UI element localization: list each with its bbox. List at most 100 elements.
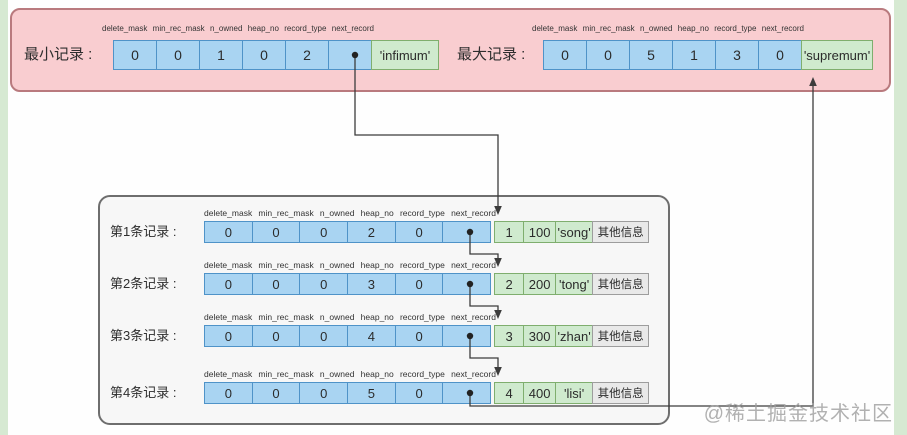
- field-header-label: n_owned: [319, 208, 355, 218]
- max-record-field-headers: delete_mask min_rec_mask n_owned heap_no…: [532, 24, 804, 33]
- record-key-cell: 3: [494, 325, 525, 347]
- record-data-cell: 400: [523, 382, 557, 404]
- record-cell: 0: [394, 382, 444, 404]
- field-header-label: min_rec_mask: [152, 24, 205, 33]
- record-cell: 3: [347, 273, 396, 295]
- supremum-cell: 'supremum': [801, 40, 873, 70]
- next-record-pointer-cell: [442, 273, 492, 295]
- record-cell: 0: [204, 273, 253, 295]
- record-row-cells: 0 0 0 4 0 3 300 'zhan' 其他信息: [204, 325, 650, 347]
- record-cell: 0: [299, 273, 349, 295]
- field-header-label: record_type: [399, 208, 445, 218]
- record-field-headers: delete_mask min_rec_mask n_owned heap_no…: [204, 369, 496, 379]
- min-next-record-pointer-cell: [328, 40, 372, 70]
- record-cell: 0: [156, 40, 200, 70]
- record-row-label: 第1条记录 :: [110, 224, 177, 239]
- field-header-label: n_owned: [319, 312, 355, 322]
- record-key-cell: 2: [494, 273, 525, 295]
- field-header-label: delete_mask: [204, 260, 253, 270]
- other-info-cell: 其他信息: [592, 325, 650, 347]
- record-cell: 1: [672, 40, 716, 70]
- next-record-pointer-cell: [442, 221, 492, 243]
- field-header-label: heap_no: [360, 208, 394, 218]
- record-cell: 0: [543, 40, 587, 70]
- record-cell: 0: [204, 221, 253, 243]
- record-cell: 2: [347, 221, 396, 243]
- record-cell: 0: [758, 40, 802, 70]
- record-cell: 0: [204, 382, 253, 404]
- record-cell: 0: [394, 273, 444, 295]
- field-header-label: min_rec_mask: [258, 208, 314, 218]
- field-header-label: delete_mask: [532, 24, 578, 33]
- record-cell: 0: [251, 382, 301, 404]
- field-header-label: min_rec_mask: [258, 369, 314, 379]
- record-data-cell: 'tong': [555, 273, 594, 295]
- field-header-label: min_rec_mask: [258, 260, 314, 270]
- record-cell: 3: [715, 40, 759, 70]
- record-cell: 0: [586, 40, 630, 70]
- field-header-label: record_type: [714, 24, 757, 33]
- field-header-label: heap_no: [360, 312, 394, 322]
- field-header-label: heap_no: [677, 24, 709, 33]
- record-data-cell: 200: [523, 273, 557, 295]
- field-header-label: delete_mask: [102, 24, 148, 33]
- record-field-headers: delete_mask min_rec_mask n_owned heap_no…: [204, 312, 496, 322]
- record-row-cells: 0 0 0 3 0 2 200 'tong' 其他信息: [204, 273, 650, 295]
- record-row-label: 第3条记录 :: [110, 328, 177, 343]
- min-record-label: 最小记录 :: [24, 46, 93, 63]
- record-cell: 2: [285, 40, 329, 70]
- record-data-cell: 300: [523, 325, 557, 347]
- field-header-label: min_rec_mask: [582, 24, 635, 33]
- record-row-label: 第2条记录 :: [110, 276, 177, 291]
- other-info-cell: 其他信息: [592, 221, 650, 243]
- record-cell: 5: [629, 40, 673, 70]
- other-info-cell: 其他信息: [592, 382, 650, 404]
- record-field-headers: delete_mask min_rec_mask n_owned heap_no…: [204, 208, 496, 218]
- infimum-cell: 'infimum': [371, 40, 439, 70]
- field-header-label: next_record: [331, 24, 374, 33]
- record-cell: 0: [242, 40, 286, 70]
- field-header-label: next_record: [451, 208, 496, 218]
- record-data-cell: 100: [523, 221, 557, 243]
- record-cell: 0: [251, 273, 301, 295]
- record-cell: 4: [347, 325, 396, 347]
- record-cell: 0: [299, 221, 349, 243]
- min-record-cells: 0 0 1 0 2 'infimum': [113, 40, 439, 70]
- field-header-label: n_owned: [209, 24, 243, 33]
- record-cell: 0: [251, 325, 301, 347]
- record-key-cell: 4: [494, 382, 525, 404]
- record-key-cell: 1: [494, 221, 525, 243]
- field-header-label: next_record: [451, 312, 496, 322]
- other-info-cell: 其他信息: [592, 273, 650, 295]
- record-cell: 5: [347, 382, 396, 404]
- record-cell: 0: [204, 325, 253, 347]
- next-record-pointer-cell: [442, 325, 492, 347]
- min-record-field-headers: delete_mask min_rec_mask n_owned heap_no…: [102, 24, 374, 33]
- record-data-cell: 'lisi': [555, 382, 594, 404]
- record-cell: 0: [394, 325, 444, 347]
- field-header-label: n_owned: [319, 260, 355, 270]
- field-header-label: record_type: [399, 369, 445, 379]
- field-header-label: record_type: [284, 24, 327, 33]
- record-cell: 0: [394, 221, 444, 243]
- field-header-label: next_record: [451, 369, 496, 379]
- record-cell: 1: [199, 40, 243, 70]
- max-record-label: 最大记录 :: [457, 46, 526, 63]
- field-header-label: n_owned: [319, 369, 355, 379]
- record-row-label: 第4条记录 :: [110, 385, 177, 400]
- left-green-strip: [0, 0, 8, 435]
- record-row-cells: 0 0 0 5 0 4 400 'lisi' 其他信息: [204, 382, 650, 404]
- field-header-label: next_record: [451, 260, 496, 270]
- field-header-label: heap_no: [360, 260, 394, 270]
- record-field-headers: delete_mask min_rec_mask n_owned heap_no…: [204, 260, 496, 270]
- record-data-cell: 'song': [555, 221, 594, 243]
- field-header-label: min_rec_mask: [258, 312, 314, 322]
- record-cell: 0: [251, 221, 301, 243]
- field-header-label: next_record: [761, 24, 804, 33]
- max-record-cells: 0 0 5 1 3 0 'supremum': [543, 40, 873, 70]
- field-header-label: heap_no: [360, 369, 394, 379]
- field-header-label: record_type: [399, 260, 445, 270]
- record-cell: 0: [299, 382, 349, 404]
- next-record-pointer-cell: [442, 382, 492, 404]
